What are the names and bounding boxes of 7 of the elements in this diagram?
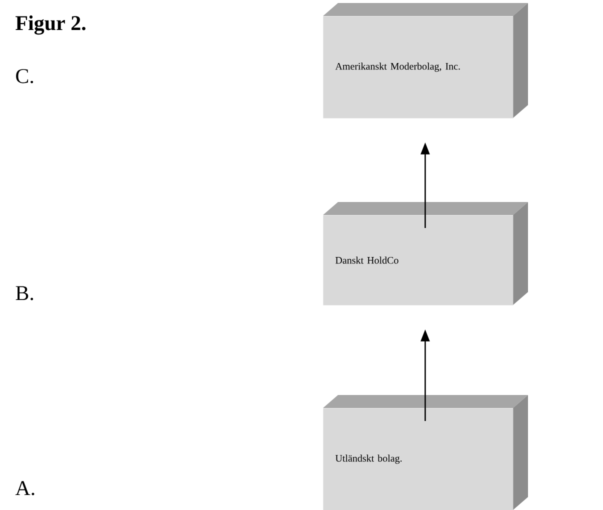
level-label: B. [16,286,34,300]
level-label: C. [16,69,34,84]
process-box: Amerikanskt Moderbolag, Inc. [323,3,528,118]
process-box: Danskt HoldCo [323,202,528,306]
level-label: A. [15,481,34,496]
process-box: Utländskt bolag. [323,395,528,510]
figure-title: Figur 2. [16,15,86,35]
